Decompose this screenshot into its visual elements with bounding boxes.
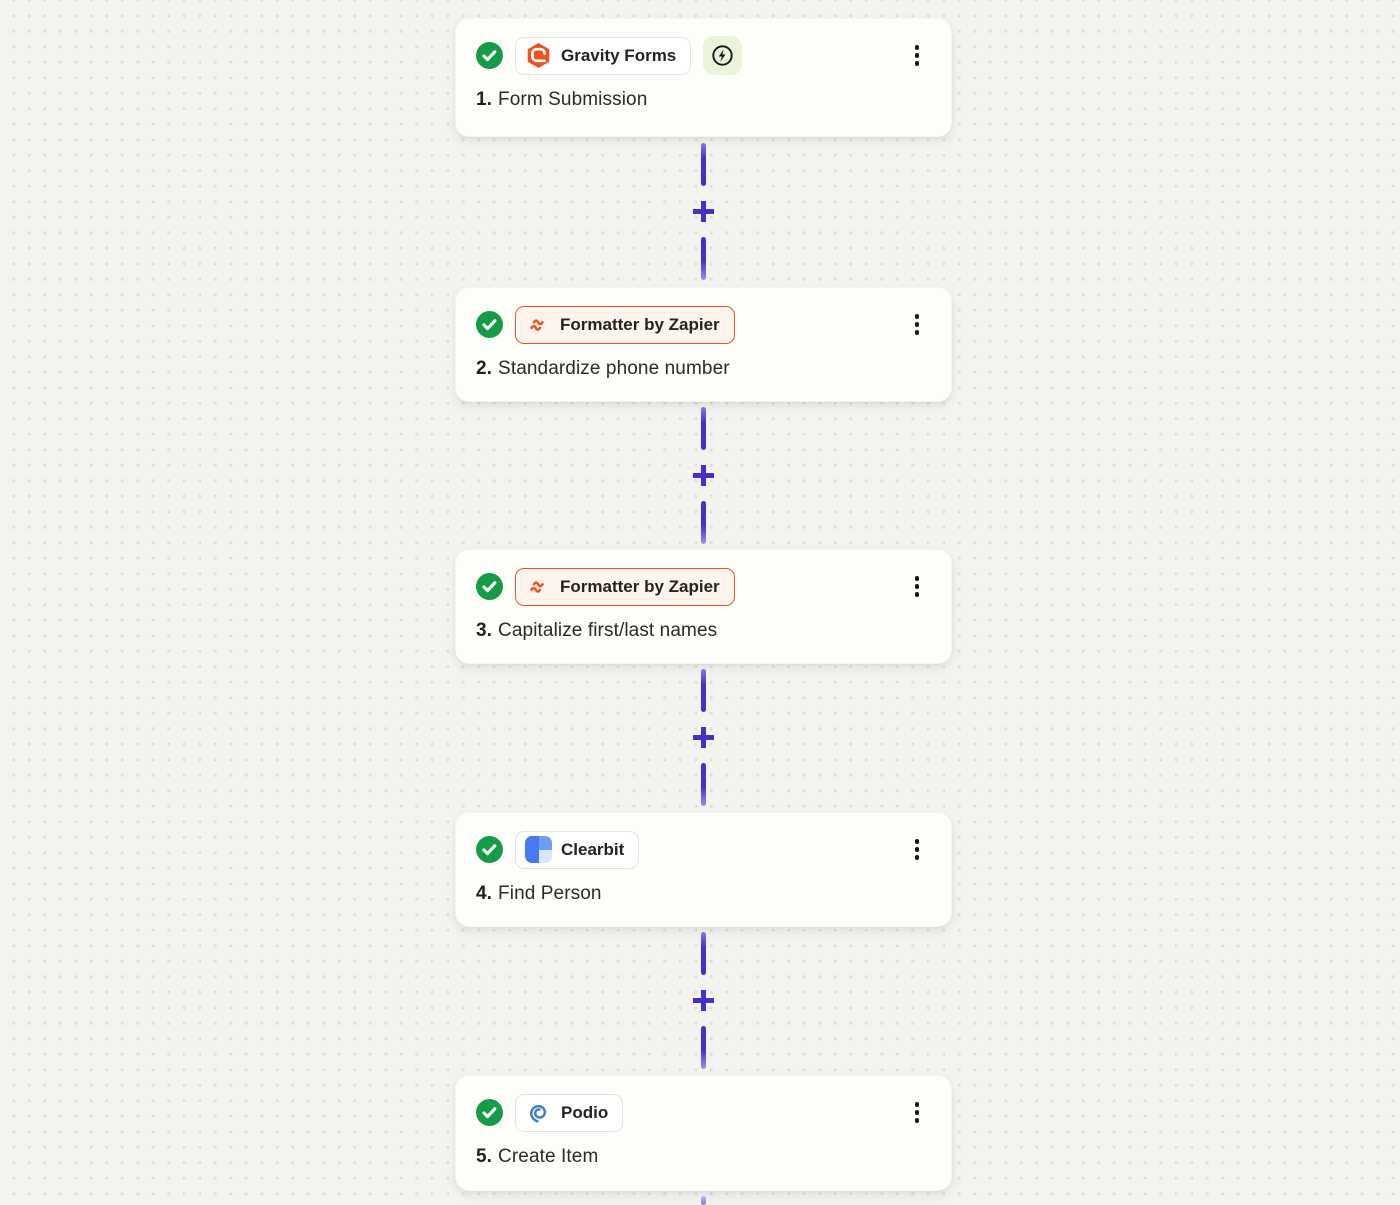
kebab-menu-icon xyxy=(914,839,920,845)
step-menu-button[interactable] xyxy=(907,37,927,75)
step-connector xyxy=(691,932,716,1070)
step-title: 3.Capitalize first/last names xyxy=(476,620,927,642)
kebab-menu-icon xyxy=(914,60,920,66)
kebab-menu-icon xyxy=(914,1117,920,1123)
step-number: 5. xyxy=(476,1146,493,1167)
check-circle-icon xyxy=(476,573,503,600)
step-action-label: Capitalize first/last names xyxy=(498,620,718,641)
step-card-5[interactable]: Podio 5.Create Item xyxy=(455,1075,952,1191)
step-action-label: Find Person xyxy=(498,883,602,904)
add-step-button[interactable] xyxy=(691,725,716,750)
formatter-icon xyxy=(525,574,551,600)
step-number: 2. xyxy=(476,358,493,379)
kebab-menu-icon xyxy=(914,314,920,320)
step-header-row: Podio xyxy=(476,1093,927,1132)
step-title: 5.Create Item xyxy=(476,1146,927,1168)
step-action-label: Create Item xyxy=(498,1146,599,1167)
kebab-menu-icon xyxy=(914,45,920,51)
step-number: 4. xyxy=(476,883,493,904)
step-action-label: Standardize phone number xyxy=(498,358,730,379)
step-menu-button[interactable] xyxy=(907,1094,927,1132)
plus-icon xyxy=(693,201,714,222)
podio-icon xyxy=(525,1099,552,1126)
plus-icon xyxy=(693,465,714,486)
add-step-button[interactable] xyxy=(691,988,716,1013)
connector-line xyxy=(701,932,706,975)
kebab-menu-icon xyxy=(914,854,920,860)
step-connector xyxy=(691,407,716,545)
check-circle-icon xyxy=(476,311,503,338)
connector-line xyxy=(701,143,706,186)
kebab-menu-icon xyxy=(914,1102,920,1108)
kebab-menu-icon xyxy=(914,322,920,327)
app-pill-label: Formatter by Zapier xyxy=(560,314,720,334)
add-step-button[interactable] xyxy=(691,463,716,488)
step-header-row: Gravity Forms xyxy=(476,36,927,75)
connector-line xyxy=(701,407,706,450)
app-pill[interactable]: Gravity Forms xyxy=(515,36,692,75)
step-number: 1. xyxy=(476,89,493,110)
app-pill[interactable]: Formatter by Zapier xyxy=(515,305,735,344)
step-connector xyxy=(691,143,716,281)
step-connector xyxy=(691,669,716,807)
add-step-button[interactable] xyxy=(691,199,716,224)
kebab-menu-icon xyxy=(914,53,920,58)
connector-line xyxy=(701,669,706,712)
step-number: 3. xyxy=(476,620,493,641)
step-card-4[interactable]: Clearbit 4.Find Person xyxy=(455,812,952,927)
connector-line xyxy=(701,1196,706,1205)
step-card-1[interactable]: Gravity Forms 1.Form Submission xyxy=(455,18,952,137)
instant-trigger-icon xyxy=(703,36,743,75)
step-menu-button[interactable] xyxy=(907,306,927,344)
step-action-label: Form Submission xyxy=(498,89,648,110)
plus-icon xyxy=(693,727,714,748)
step-title: 2.Standardize phone number xyxy=(476,358,927,380)
step-card-3[interactable]: Formatter by Zapier 3.Capitalize first/l… xyxy=(455,549,952,664)
app-pill[interactable]: Clearbit xyxy=(515,830,640,869)
step-header-row: Formatter by Zapier xyxy=(476,567,927,606)
step-menu-button[interactable] xyxy=(907,568,927,606)
app-pill-label: Gravity Forms xyxy=(561,45,677,65)
connector-line xyxy=(701,501,706,544)
connector-line xyxy=(701,763,706,806)
step-title: 4.Find Person xyxy=(476,883,927,905)
step-card-2[interactable]: Formatter by Zapier 2.Standardize phone … xyxy=(455,287,952,402)
check-circle-icon xyxy=(476,1099,503,1126)
app-pill[interactable]: Podio xyxy=(515,1093,624,1132)
app-pill-label: Podio xyxy=(561,1102,609,1122)
kebab-menu-icon xyxy=(914,584,920,589)
kebab-menu-icon xyxy=(914,847,920,852)
clearbit-icon xyxy=(525,836,552,863)
app-pill-label: Clearbit xyxy=(561,839,625,859)
kebab-menu-icon xyxy=(914,329,920,335)
app-pill[interactable]: Formatter by Zapier xyxy=(515,567,735,606)
kebab-menu-icon xyxy=(914,591,920,597)
check-circle-icon xyxy=(476,836,503,863)
connector-line xyxy=(701,237,706,280)
step-header-row: Clearbit xyxy=(476,830,927,869)
kebab-menu-icon xyxy=(914,1110,920,1115)
formatter-icon xyxy=(525,312,551,338)
connector-line xyxy=(701,1026,706,1069)
gravity-forms-icon xyxy=(525,42,552,69)
step-title: 1.Form Submission xyxy=(476,89,927,111)
plus-icon xyxy=(693,990,714,1011)
kebab-menu-icon xyxy=(914,576,920,582)
app-pill-label: Formatter by Zapier xyxy=(560,576,720,596)
step-header-row: Formatter by Zapier xyxy=(476,305,927,344)
step-menu-button[interactable] xyxy=(907,831,927,869)
check-circle-icon xyxy=(476,42,503,69)
